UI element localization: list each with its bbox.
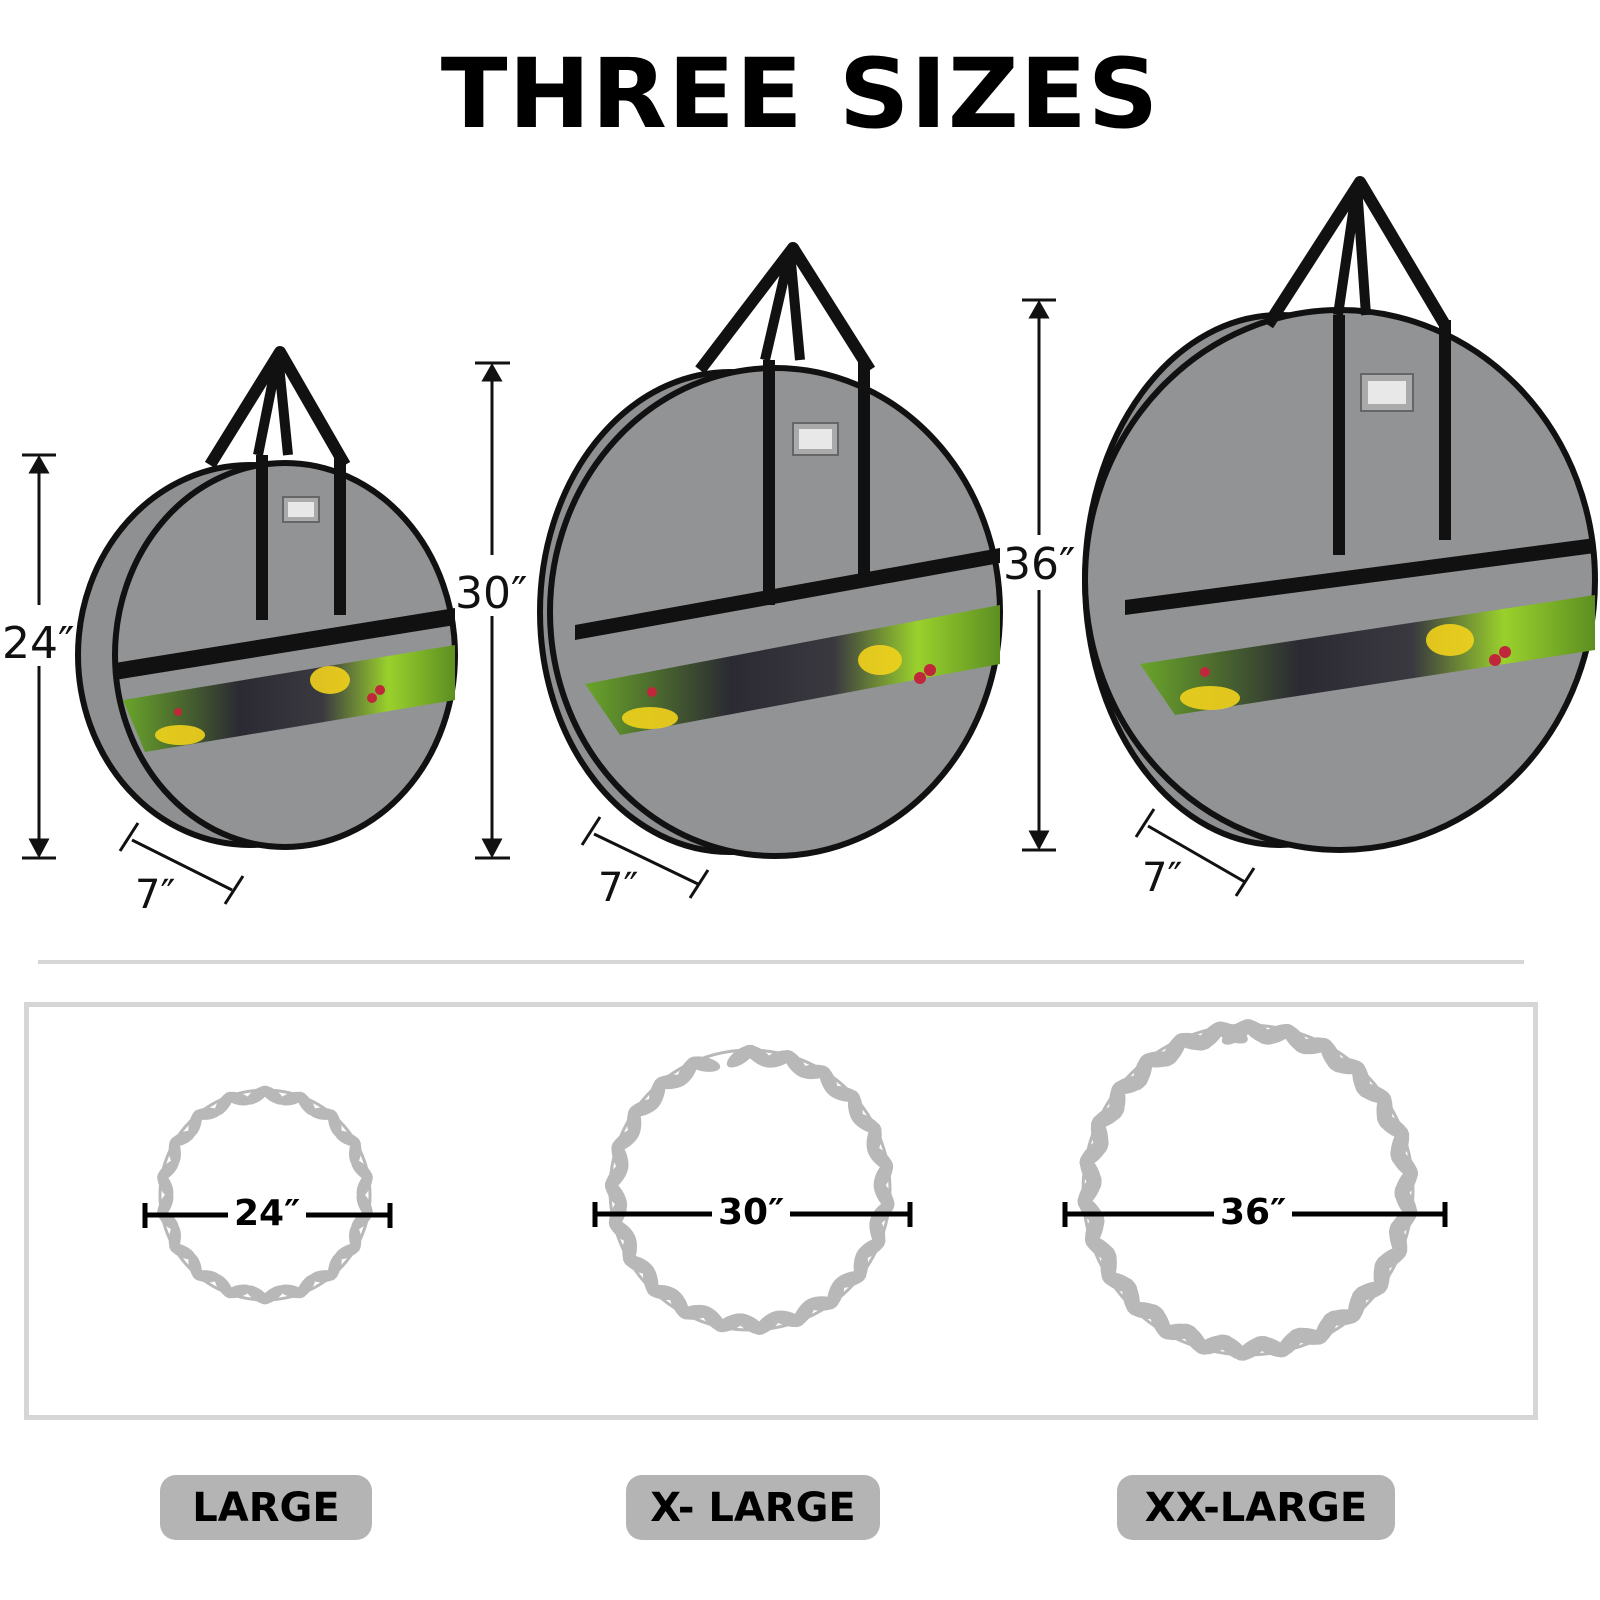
depth-dimension-arrow bbox=[1134, 808, 1256, 897]
bag-large-height-label: 24″ bbox=[2, 618, 75, 669]
depth-dimension-arrow bbox=[580, 816, 710, 899]
depth-dimension-arrow bbox=[118, 822, 245, 905]
height-dimension-arrow bbox=[22, 453, 56, 860]
section-divider bbox=[38, 960, 1524, 964]
bags-illustration bbox=[22, 176, 1598, 905]
bag-x-large-height-label: 30″ bbox=[455, 568, 528, 619]
bag-large-depth-label: 7″ bbox=[135, 872, 176, 918]
size-label-x-large: X- LARGE bbox=[626, 1475, 880, 1540]
wreath-36-diameter-label: 36″ bbox=[1214, 1195, 1293, 1231]
bag-x-large-depth-label: 7″ bbox=[598, 865, 639, 911]
bag-xx-large-height-label: 36″ bbox=[1003, 539, 1076, 590]
bag-x-large-icon bbox=[537, 242, 1003, 859]
page-title: THREE SIZES bbox=[440, 38, 1160, 150]
wreath-24-diameter-label: 24″ bbox=[228, 1196, 307, 1232]
bag-large-icon bbox=[75, 346, 458, 850]
bag-xx-large-depth-label: 7″ bbox=[1142, 855, 1183, 901]
wreath-36-icon bbox=[1069, 1011, 1426, 1368]
size-label-xx-large: XX-LARGE bbox=[1117, 1475, 1395, 1540]
wreath-30-icon bbox=[598, 1039, 902, 1342]
height-dimension-arrow bbox=[475, 361, 510, 860]
wreath-24-icon bbox=[150, 1081, 380, 1309]
size-label-large: LARGE bbox=[160, 1475, 372, 1540]
bag-xx-large-icon bbox=[1082, 176, 1598, 853]
height-dimension-arrow bbox=[1022, 298, 1056, 852]
wreath-30-diameter-label: 30″ bbox=[712, 1195, 791, 1231]
